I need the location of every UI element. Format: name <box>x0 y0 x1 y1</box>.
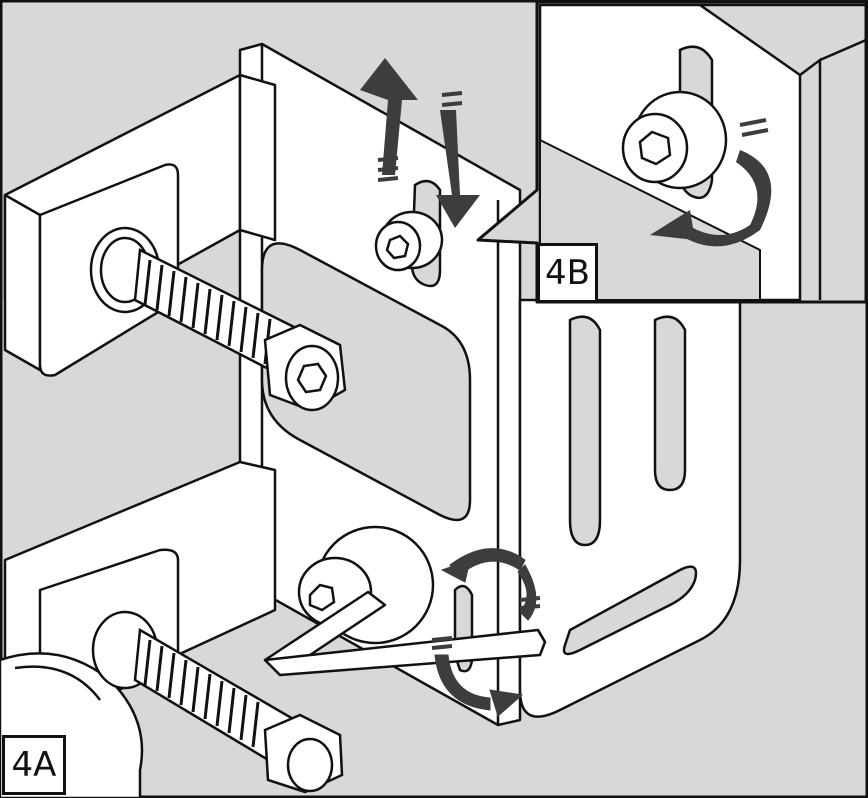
lower-threaded-bolt <box>91 610 344 794</box>
right-flange <box>518 298 742 718</box>
rotate-arrow-icon <box>431 548 541 717</box>
upper-cap-screw <box>374 179 444 288</box>
up-down-adjust-arrow-icon <box>360 58 480 228</box>
upper-arm <box>3 73 277 377</box>
panel-label-4a: 4A <box>2 735 66 795</box>
hex-key-icon <box>263 590 547 677</box>
panel-label-4b: 4B <box>537 243 598 303</box>
upper-threaded-bolt <box>89 226 347 412</box>
